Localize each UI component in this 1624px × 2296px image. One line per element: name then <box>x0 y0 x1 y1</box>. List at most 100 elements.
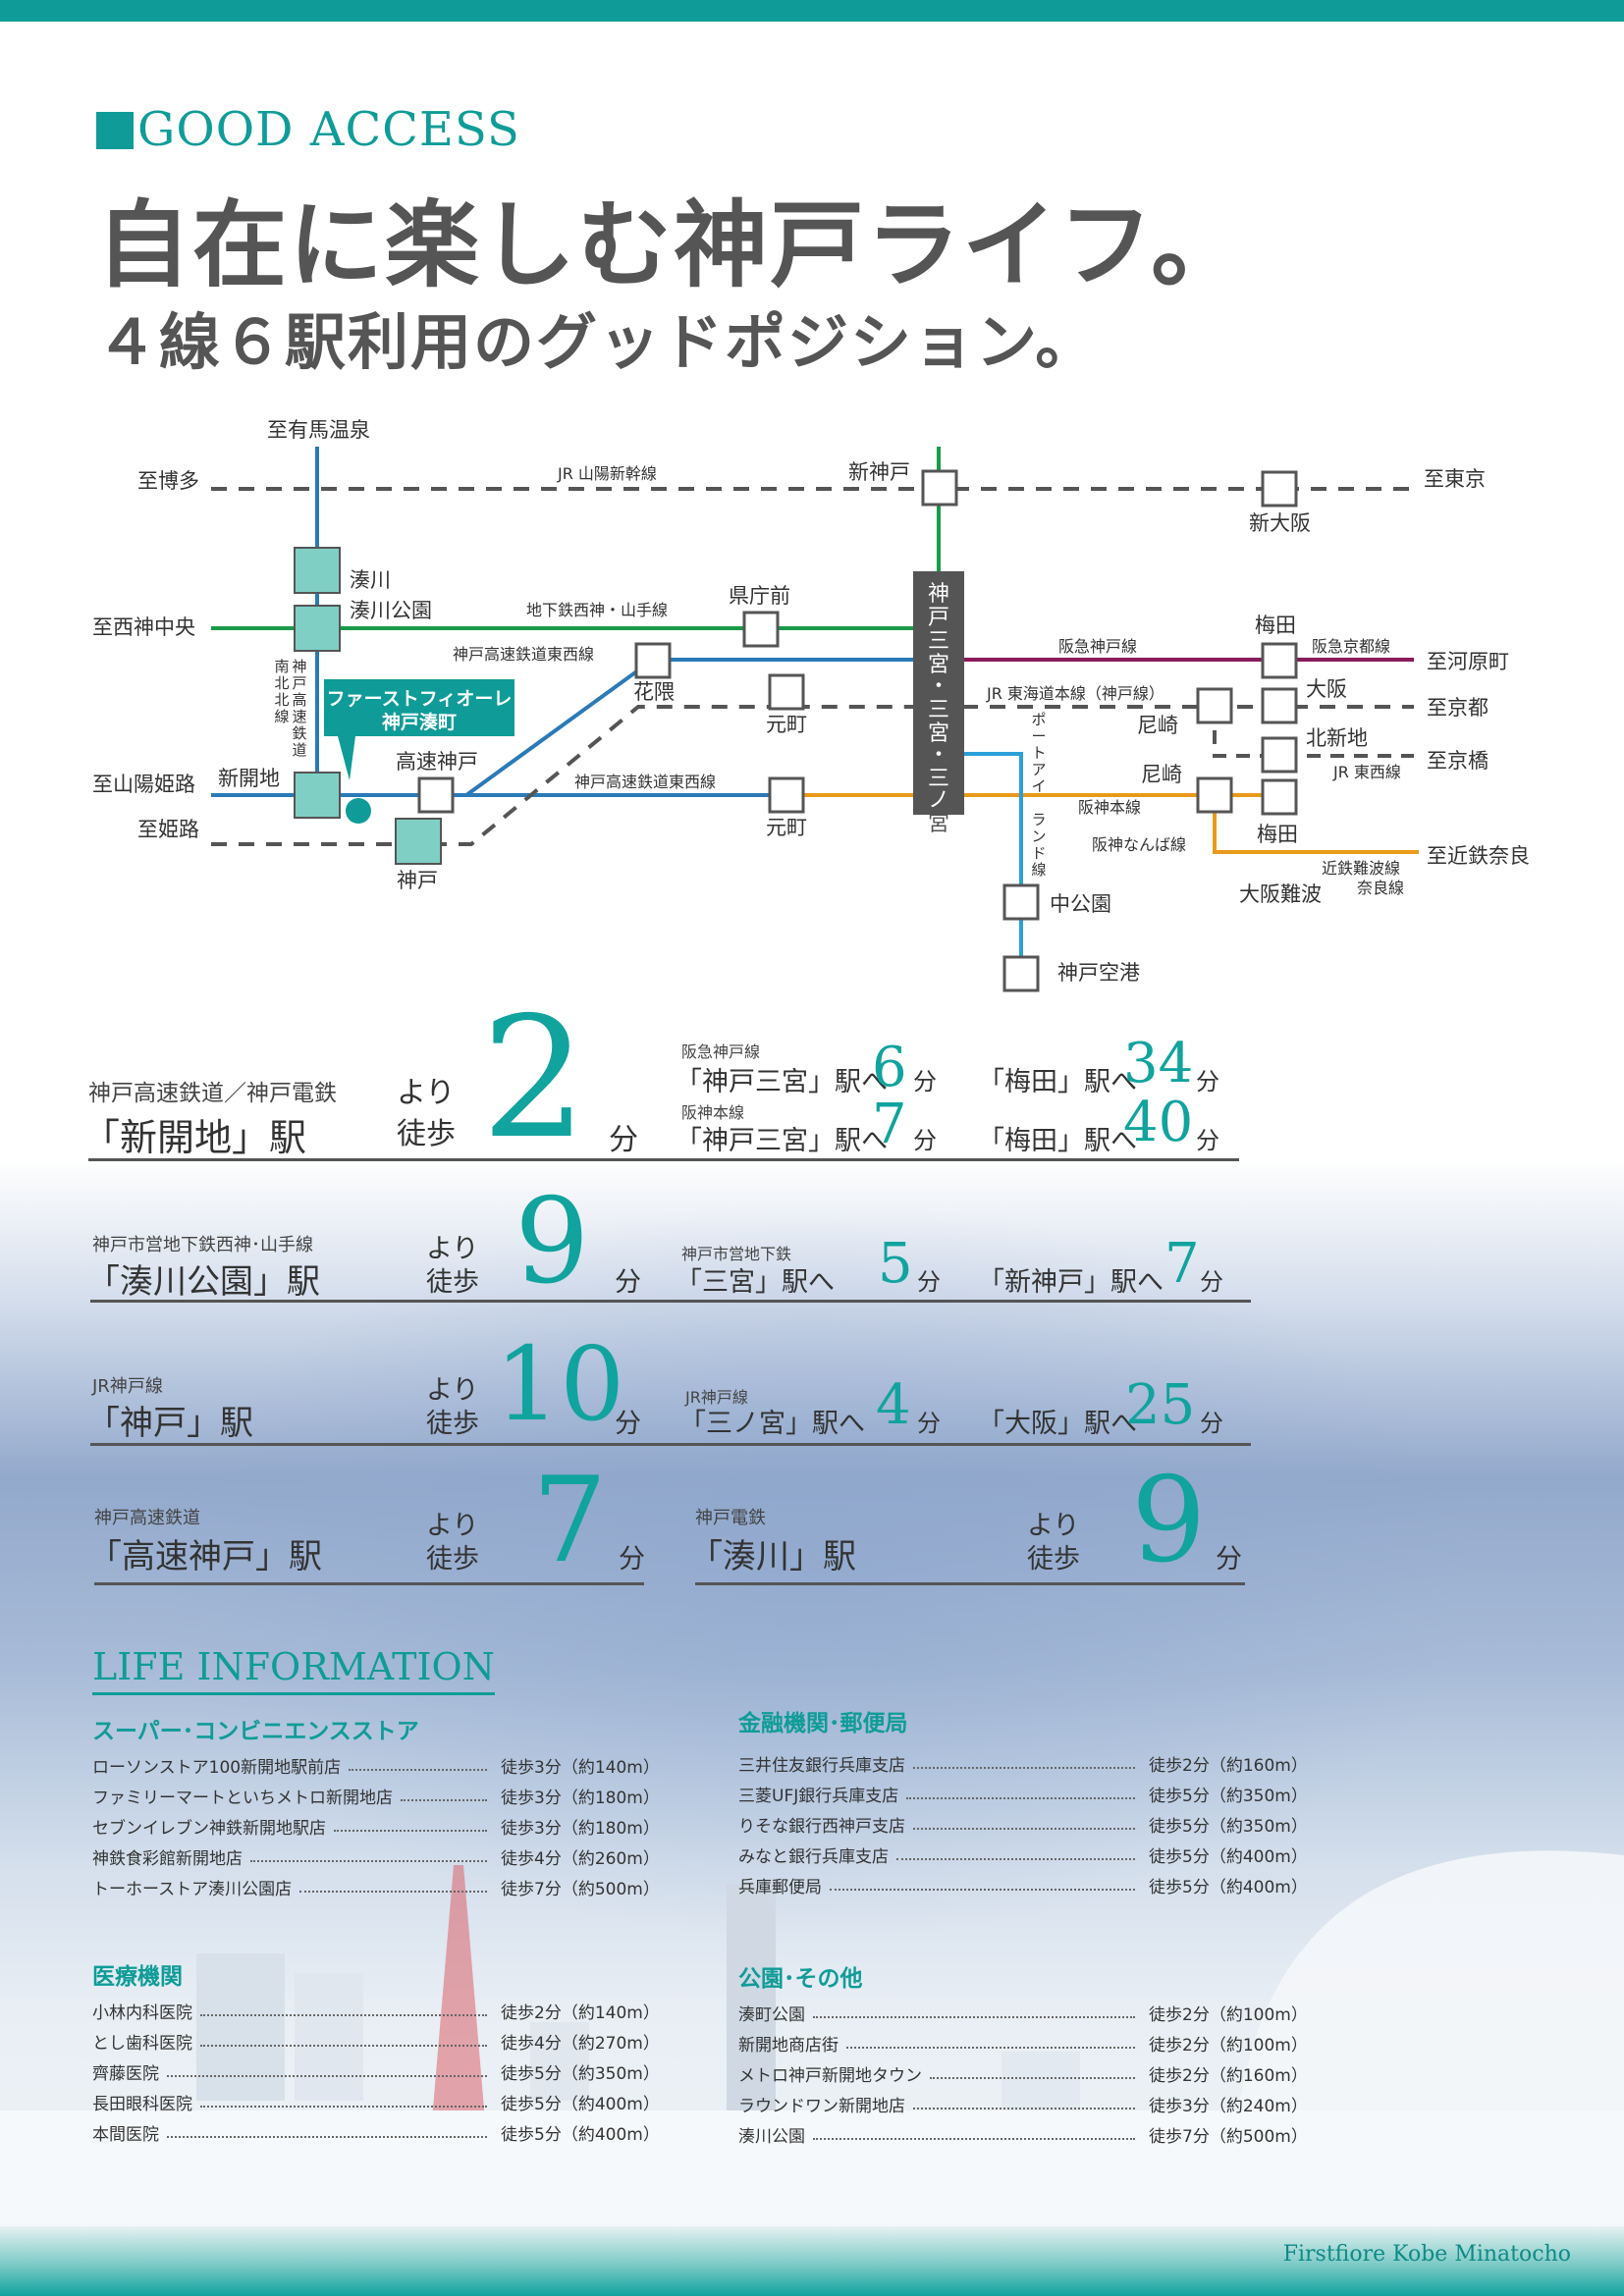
minutes-unit: 分 <box>1196 1068 1219 1095</box>
label-port-liner: ポ <box>1031 711 1046 728</box>
sannomiya-char: ノ <box>928 788 949 813</box>
list-item-name: 長田眼科医院 <box>92 2095 192 2114</box>
station-motomachi-tozai: 元町 <box>766 816 807 839</box>
property-label-line2: 神戸湊町 <box>382 711 457 733</box>
sannomiya-char: 宮 <box>928 812 949 836</box>
label-hokushin: 北 <box>274 674 289 692</box>
kosokukobe-station: 「高速神戸」駅 <box>88 1537 322 1576</box>
sannomiya-char: 三 <box>928 767 949 791</box>
list-item-name: ローソンストア100新開地駅前店 <box>92 1758 342 1778</box>
label-hokushin: 鉄 <box>292 724 306 742</box>
leader-dots <box>167 2136 487 2138</box>
divider <box>695 1582 1245 1585</box>
port-liner-line <box>962 752 1023 974</box>
property-label-line1: ファーストフィオーレ <box>327 688 513 710</box>
list-item-distance: 徒歩5分（約400m） <box>501 2095 660 2114</box>
list-item-name: トーホーストア湊川公園店 <box>92 1880 293 1899</box>
station-kobeairport: 神戸空港 <box>1057 961 1140 985</box>
walk-from-label: より <box>426 1375 479 1406</box>
sannomiya-char: 三 <box>928 698 949 722</box>
page-subtitle: ４線６駅利用のグッドポジション。 <box>96 306 1099 378</box>
label-port-liner: イ <box>1031 777 1046 795</box>
sannomiya-char: 三 <box>928 629 949 654</box>
dest-kawaramachi: 至河原町 <box>1427 650 1509 673</box>
jr-tozai-line <box>1213 707 1414 758</box>
list-item-name: 神鉄食彩館新開地店 <box>92 1849 243 1869</box>
sannomiya-char: 戸 <box>928 606 949 630</box>
skyline-building <box>727 1885 776 2110</box>
list-item-distance: 徒歩2分（約140m） <box>501 2003 660 2023</box>
minutes-unit: 分 <box>913 1127 937 1154</box>
skyline-water <box>0 2110 1624 2238</box>
kosokukobe-lines: 神戸高速鉄道 <box>94 1508 200 1528</box>
list-item-name: ラウンドワン新開地店 <box>738 2097 905 2116</box>
label-hokushin: 北 <box>274 691 289 709</box>
label-hokushin: 高 <box>292 691 306 709</box>
station-osakanamba: 大阪難波 <box>1239 882 1322 906</box>
kobeairport-station-marker <box>1002 955 1040 992</box>
dest-tokyo: 至東京 <box>1424 467 1486 491</box>
minutes-unit: 分 <box>609 1123 638 1157</box>
label-hokushin: 南 <box>274 658 289 675</box>
list-item-name: 湊川公園 <box>738 2127 805 2147</box>
station-shinkobe: 新神戸 <box>848 460 910 484</box>
property-label-box <box>324 679 514 736</box>
list-item-distance: 徒歩2分（約160m） <box>1149 2066 1308 2086</box>
dest-hakata: 至博多 <box>137 469 199 493</box>
kosokukobe-walk-minutes: 7 <box>532 1453 608 1589</box>
leader-dots <box>913 1767 1135 1769</box>
kobe-station: 「神戸」駅 <box>86 1404 253 1443</box>
dest-kobesannomiya: 「神戸三宮」駅へ <box>676 1067 888 1097</box>
list-item-name: とし歯科医院 <box>92 2034 192 2054</box>
motomachi-jr-station-marker <box>768 673 805 711</box>
list-item-distance: 徒歩3分（約140m） <box>501 1758 660 1778</box>
station-kosokukobe: 高速神戸 <box>396 750 478 774</box>
dest-kyobashi: 至京橋 <box>1427 749 1489 773</box>
bottom-accent-bar <box>0 2226 1624 2296</box>
kobe-station-marker <box>395 818 442 865</box>
minatogawakoen-station-marker <box>294 605 341 652</box>
station-amagasaki-hanshin: 尼崎 <box>1141 763 1182 786</box>
leader-dots <box>250 1860 487 1862</box>
walk-from-label: より <box>426 1511 479 1541</box>
minatogawakoen-station: 「湊川公園」駅 <box>86 1262 320 1302</box>
divider <box>90 1443 1251 1446</box>
walk-label: 徒歩 <box>426 1544 479 1575</box>
hanshin-line-label: 阪神本線 <box>681 1103 745 1122</box>
subway-shinkobe-minutes: 7 <box>1164 1232 1200 1296</box>
minatogawa-station: 「湊川」駅 <box>689 1537 856 1576</box>
label-hokushin: 速 <box>292 708 306 725</box>
subway-sannomiya-minutes: 5 <box>878 1232 913 1296</box>
divider <box>88 1158 1239 1161</box>
hanshin-namba-line <box>1213 795 1419 854</box>
leader-dots <box>906 1797 1135 1799</box>
minutes-unit: 分 <box>615 1267 641 1298</box>
list-item-name: 三井住友銀行兵庫支店 <box>738 1756 905 1776</box>
minutes-unit: 分 <box>917 1410 941 1437</box>
dest-sanyohimeji: 至山陽姫路 <box>92 773 195 796</box>
station-minatogawa: 湊川 <box>350 568 391 592</box>
property-location-dot <box>346 798 371 824</box>
walk-label: 徒歩 <box>397 1117 456 1151</box>
label-kintetsu-namba: 近鉄難波線 <box>1322 859 1400 878</box>
label-hokushin: 線 <box>274 708 289 725</box>
umeda-hanshin-station-marker <box>1261 778 1298 816</box>
list-item-distance: 徒歩5分（約400m） <box>501 2125 660 2145</box>
leader-dots <box>167 2075 487 2077</box>
dest-himeji: 至姫路 <box>137 818 199 841</box>
dest-sannomiya: 「三宮」駅へ <box>676 1267 835 1298</box>
jr-line-label: JR神戸線 <box>685 1388 748 1407</box>
nakakoen-station-marker <box>1002 883 1040 921</box>
list-item-name: メトロ神戸新開地タウン <box>738 2066 922 2086</box>
sannomiya-char: ・ <box>928 674 949 699</box>
dest-sannomiya-jr: 「三ノ宮」駅へ <box>679 1409 865 1439</box>
minutes-unit: 分 <box>917 1268 941 1296</box>
list-item-distance: 徒歩5分（約350m） <box>1149 1817 1308 1837</box>
list-item-distance: 徒歩4分（約260m） <box>501 1849 660 1869</box>
label-hokushin: 戸 <box>292 674 306 692</box>
leader-dots <box>200 2106 487 2108</box>
sannomiya-char: 宮 <box>928 653 949 677</box>
skyline-building <box>196 1953 285 2101</box>
walk-from-label: より <box>397 1076 456 1110</box>
list-item-name: ファミリーマートといちメトロ新開地店 <box>92 1789 393 1808</box>
